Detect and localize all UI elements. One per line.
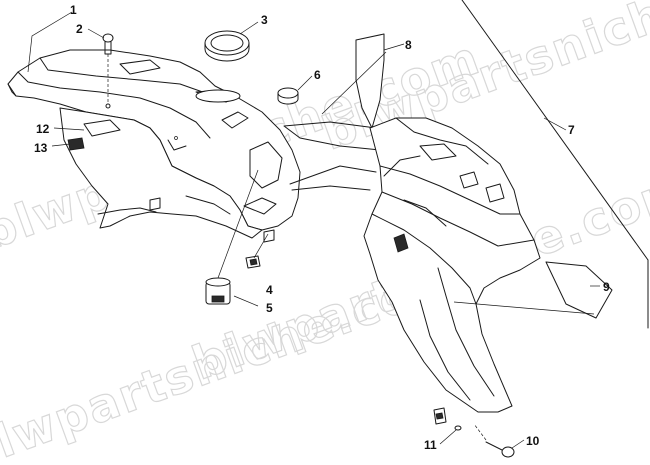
part-9-side-trim	[453, 261, 613, 319]
callout-4: 4	[266, 283, 273, 297]
part-4-clip	[245, 233, 269, 269]
callout-labels: 1 2 3 4 5 6 7 8 9 10 11 12 13	[34, 3, 610, 452]
callout-1: 1	[70, 3, 77, 17]
callout-11: 11	[424, 438, 437, 452]
part-7-side-panel	[289, 117, 541, 413]
callout-2: 2	[76, 22, 83, 36]
part-3-gasket-ring	[204, 30, 250, 62]
part-1-upper-console	[7, 49, 301, 231]
part-2-screw	[102, 33, 114, 109]
callout-5: 5	[266, 301, 273, 315]
callout-10: 10	[526, 434, 540, 448]
callout-3: 3	[261, 13, 268, 27]
callout-7: 7	[568, 123, 575, 137]
part-7-bracket	[461, 0, 649, 329]
callout-6: 6	[314, 68, 321, 82]
callout-12: 12	[36, 122, 50, 136]
part-11-retainer	[433, 407, 462, 431]
callout-13: 13	[34, 141, 48, 155]
part-10-fastener	[473, 423, 515, 458]
callout-8: 8	[405, 38, 412, 52]
part-12-lower-panel	[59, 107, 275, 243]
callout-9: 9	[603, 280, 610, 294]
leader-lines	[27, 11, 600, 449]
part-6-cap	[277, 87, 299, 105]
part-8-windshield	[283, 33, 397, 151]
part-5-switch	[205, 169, 259, 305]
